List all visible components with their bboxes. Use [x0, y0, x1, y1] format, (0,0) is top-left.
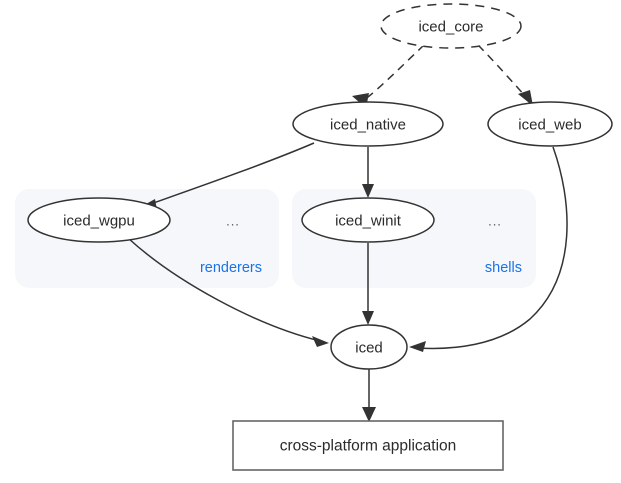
node-iced-web-label: iced_web: [518, 117, 581, 134]
edge-iced-app: [362, 369, 376, 422]
node-iced-core[interactable]: iced_core: [380, 3, 522, 49]
edge-wgpu-iced-path: [127, 237, 321, 342]
edge-wgpu-iced-arrow: [312, 336, 329, 347]
node-iced-wgpu[interactable]: iced_wgpu: [27, 197, 171, 243]
node-iced-shape[interactable]: [330, 324, 408, 370]
edge-core-native-path: [362, 44, 425, 102]
edge-winit-iced: [362, 243, 374, 325]
edge-core-web-arrow: [518, 90, 533, 106]
node-iced-core-label: iced_core: [418, 19, 483, 36]
edge-web-iced-arrow: [409, 341, 426, 352]
node-iced-winit-label: iced_winit: [335, 213, 402, 230]
edge-core-web: [477, 44, 533, 106]
node-iced-native-shape[interactable]: [292, 101, 444, 147]
node-iced-native-label: iced_native: [330, 117, 406, 134]
cluster-shells-ellipsis: ...: [488, 214, 502, 229]
edge-core-native: [352, 44, 425, 108]
cluster-renderers-label: renderers: [200, 260, 262, 276]
cluster-renderers-ellipsis: ...: [226, 214, 240, 229]
edge-native-winit-arrow: [362, 184, 374, 198]
edge-core-web-path: [477, 44, 529, 100]
node-iced-winit-shape[interactable]: [301, 197, 435, 243]
node-iced-core-shape[interactable]: [380, 3, 522, 49]
edge-winit-iced-arrow: [362, 311, 374, 325]
node-iced-web[interactable]: iced_web: [487, 101, 613, 147]
node-cross-platform-application-shape[interactable]: [232, 420, 504, 471]
edge-native-winit: [362, 147, 374, 198]
node-iced-wgpu-shape[interactable]: [27, 197, 171, 243]
cluster-shells-label: shells: [485, 260, 522, 276]
node-cross-platform-application[interactable]: cross-platform application: [232, 420, 504, 471]
node-iced-winit[interactable]: iced_winit: [301, 197, 435, 243]
node-iced-wgpu-label: iced_wgpu: [63, 213, 135, 230]
edge-native-wgpu-path: [144, 142, 315, 207]
node-cross-platform-application-label: cross-platform application: [280, 438, 457, 455]
node-iced[interactable]: iced: [330, 324, 408, 370]
edge-iced-app-arrow: [362, 407, 376, 422]
node-iced-web-shape[interactable]: [487, 101, 613, 147]
node-iced-native[interactable]: iced_native: [292, 101, 444, 147]
edge-web-iced: [409, 146, 568, 352]
edge-web-iced-path: [417, 146, 568, 350]
node-iced-label: iced: [355, 340, 383, 357]
edge-wgpu-iced: [127, 237, 329, 347]
